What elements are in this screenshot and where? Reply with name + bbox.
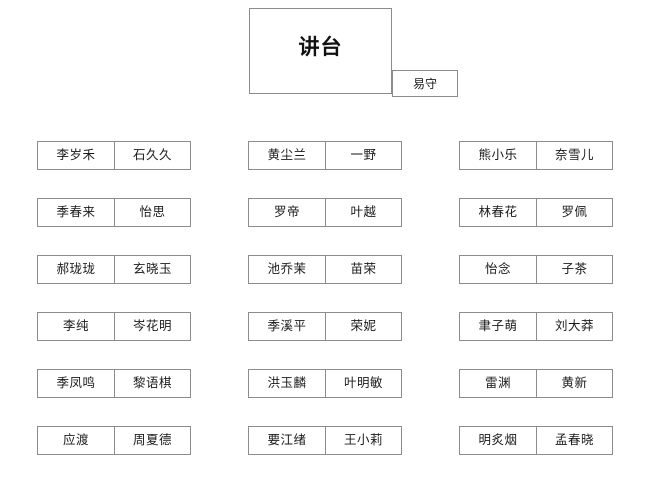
seat-cell[interactable]: 郝珑珑 [56,261,96,277]
seat-column-2: 黄尘兰 一野 罗帝 叶越 池乔茉 苗荣 季溪平 荣妮 洪玉麟 叶明敏 要江绪 王… [248,141,402,491]
seat-row[interactable]: 雷渊 黄新 [459,369,613,398]
podium-side-seat-label: 易守 [412,76,437,91]
seat-cell[interactable]: 叶越 [325,199,401,226]
seat-cell[interactable]: 季春来 [56,204,96,220]
seat-row[interactable]: 黄尘兰 一野 [248,141,402,170]
seat-cell[interactable]: 孟春晓 [536,427,612,454]
seat-column-1: 李岁禾 石久久 季春来 怡思 郝珑珑 玄晓玉 李纯 岑花明 季凤鸣 黎语棋 应渡… [37,141,191,491]
seat-cell[interactable]: 玄晓玉 [114,256,190,283]
seat-cell[interactable]: 林春花 [478,204,518,220]
seat-cell[interactable]: 苗荣 [325,256,401,283]
seat-row[interactable]: 李纯 岑花明 [37,312,191,341]
seat-row[interactable]: 李岁禾 石久久 [37,141,191,170]
seat-cell[interactable]: 怡思 [114,199,190,226]
seat-cell[interactable]: 叶明敏 [325,370,401,397]
seat-cell[interactable]: 罗帝 [273,204,300,220]
seat-cell[interactable]: 王小莉 [325,427,401,454]
podium-box[interactable]: 讲台 [249,8,392,94]
seat-cell[interactable]: 季凤鸣 [56,375,96,391]
seat-cell[interactable]: 聿子萌 [478,318,518,334]
seat-row[interactable]: 要江绪 王小莉 [248,426,402,455]
seat-cell[interactable]: 怡念 [484,261,511,277]
seat-row[interactable]: 应渡 周夏德 [37,426,191,455]
seat-row[interactable]: 洪玉麟 叶明敏 [248,369,402,398]
seat-cell[interactable]: 岑花明 [114,313,190,340]
seat-row[interactable]: 郝珑珑 玄晓玉 [37,255,191,284]
seat-cell[interactable]: 子茶 [536,256,612,283]
podium-area: 讲台 易守 [0,0,650,110]
seat-row[interactable]: 池乔茉 苗荣 [248,255,402,284]
seat-row[interactable]: 怡念 子茶 [459,255,613,284]
seat-cell[interactable]: 黎语棋 [114,370,190,397]
seat-cell[interactable]: 李纯 [62,318,89,334]
podium-label: 讲台 [298,34,343,59]
seat-row[interactable]: 聿子萌 刘大莽 [459,312,613,341]
seat-cell[interactable]: 明炙烟 [478,432,518,448]
seat-row[interactable]: 罗帝 叶越 [248,198,402,227]
seat-cell[interactable]: 洪玉麟 [267,375,307,391]
seat-cell[interactable]: 池乔茉 [267,261,307,277]
seat-cell[interactable]: 要江绪 [267,432,307,448]
seat-row[interactable]: 明炙烟 孟春晓 [459,426,613,455]
seat-row[interactable]: 林春花 罗佩 [459,198,613,227]
seat-grid: 李岁禾 石久久 季春来 怡思 郝珑珑 玄晓玉 李纯 岑花明 季凤鸣 黎语棋 应渡… [0,141,650,491]
seat-row[interactable]: 季春来 怡思 [37,198,191,227]
seat-cell[interactable]: 应渡 [62,432,89,448]
seat-cell[interactable]: 石久久 [114,142,190,169]
seat-cell[interactable]: 黄尘兰 [267,147,307,163]
seat-cell[interactable]: 熊小乐 [478,147,518,163]
seat-cell[interactable]: 季溪平 [267,318,307,334]
seat-cell[interactable]: 周夏德 [114,427,190,454]
seat-cell[interactable]: 黄新 [536,370,612,397]
seat-cell[interactable]: 李岁禾 [56,147,96,163]
seat-cell[interactable]: 雷渊 [484,375,511,391]
seat-row[interactable]: 季凤鸣 黎语棋 [37,369,191,398]
seat-cell[interactable]: 荣妮 [325,313,401,340]
podium-side-seat[interactable]: 易守 [392,70,458,97]
seat-row[interactable]: 熊小乐 奈雪儿 [459,141,613,170]
seat-row[interactable]: 季溪平 荣妮 [248,312,402,341]
seat-column-3: 熊小乐 奈雪儿 林春花 罗佩 怡念 子茶 聿子萌 刘大莽 雷渊 黄新 明炙烟 孟… [459,141,613,491]
seat-cell[interactable]: 刘大莽 [536,313,612,340]
seat-cell[interactable]: 罗佩 [536,199,612,226]
seat-cell[interactable]: 奈雪儿 [536,142,612,169]
seat-cell[interactable]: 一野 [325,142,401,169]
